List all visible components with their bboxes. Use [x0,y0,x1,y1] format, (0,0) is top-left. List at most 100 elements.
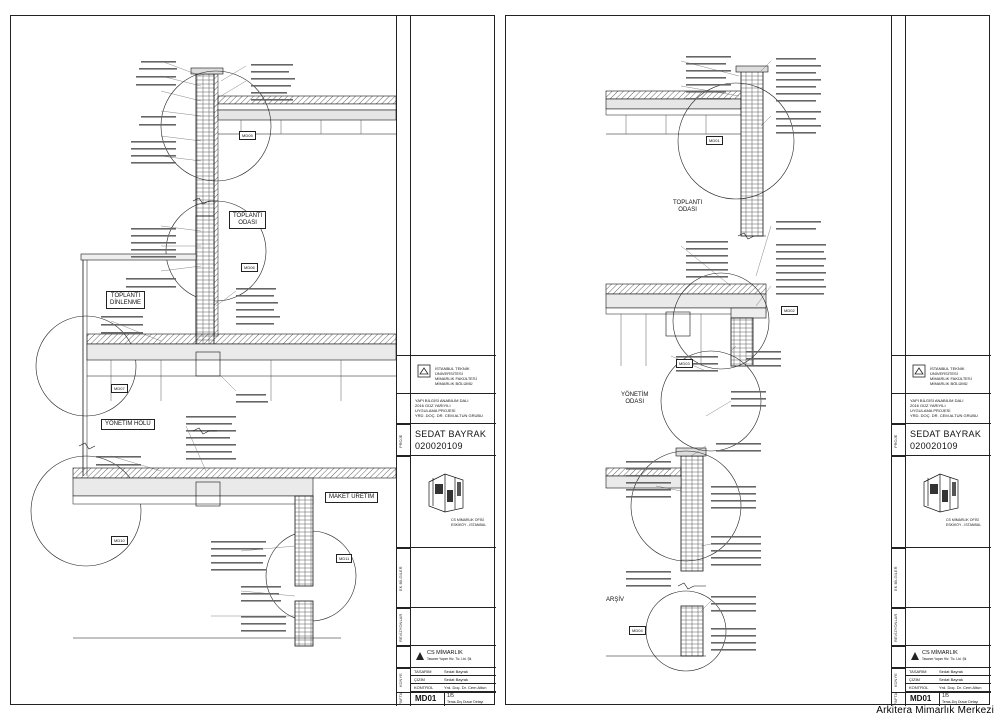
section-detail-drawing-left [30,60,396,647]
course-term: 2016 GÜZ YARIYILI [910,403,946,408]
floor-slab-upper [86,333,396,401]
side-label-kunye: KÜNYE [398,673,403,687]
roof-slab [217,95,396,135]
student-number: 020020109 [415,441,463,451]
side-label-project: PROJE [398,434,403,448]
room-label-yonetim-odasi: YÖNETİM ODASI [618,391,652,407]
firm-block-right: CS MİMARLIK Tasarım Yapım Hiz. Tic. Ltd.… [892,646,991,668]
title-block-side-strip: PROJE EK BİLGİLER REVİZYONLAR KÜNYE PAFT… [397,16,411,706]
detail-mark-md10: MD10 [111,536,128,545]
title-block-right: İSTANBUL TEKNİK ÜNİVERSİTESİ MİMARLIK FA… [891,16,991,706]
title-block-blank-area-right [892,16,991,356]
firm-caption-1: CS MİMARLIK OFİSİ [451,518,484,522]
sheet-id-block [411,692,496,707]
course-block: YAPI BİLGİSİ ANABİLİM DALI 2016 GÜZ YARI… [397,394,496,424]
sheet-scale: 1/5 [447,693,454,699]
course-block-right: YAPI BİLGİSİ ANABİLİM DALI 2016 GÜZ YARI… [892,394,991,424]
building-perspective-sketch [923,473,959,513]
firm-block: CS MİMARLIK Tasarım Yapım Hiz. Tic. Ltd.… [397,646,496,668]
suspended-ceiling-hangers [240,120,362,134]
section-break-lines [78,197,217,450]
sheet-title: Teras-Dış Duvar Detayı [447,700,484,704]
room-label-toplanti-odasi-right: TOPLANTI ODASI [670,199,706,215]
sheet-scale: 1/5 [942,693,949,699]
room-label-arsiv: ARŞİV [603,596,628,605]
title-block-blank-area [397,16,496,356]
firm-name: CS MİMARLIK [427,650,463,656]
notes-block-right [892,548,991,608]
detail-mark-md11: MD11 [336,554,353,563]
side-label-notes: EK BİLGİLER [893,566,898,592]
side-label-notes: EK BİLGİLER [398,566,403,592]
building-perspective-block: CS MİMARLIK OFİSİ ESKİKÖY - İSTANBUL [397,456,496,548]
annotation-leader-lines [110,60,296,617]
course-dept: YAPI BİLGİSİ ANABİLİM DALI [415,398,469,403]
suspended-ceiling-hangers-right [625,115,707,134]
department-name: MİMARLIK BÖLÜMÜ [930,381,968,386]
annotation-text-lines [96,61,295,632]
firm-subtitle: Tasarım Yapım Hiz. Tic. Ltd. Şti. [427,657,473,661]
detail-mark-md01: MD01 [706,136,723,145]
detail-mark-md05: MD05 [239,131,256,140]
drawing-sheet-left: TOPLANTI ODASI TOPLANTI DİNLENME YÖNETİM… [10,15,496,706]
floor-slab-right-upper [605,283,767,367]
firm-caption-1: CS MİMARLIK OFİSİ [946,518,979,522]
university-block: İSTANBUL TEKNİK ÜNİVERSİTESİ MİMARLIK FA… [397,356,496,394]
student-block: SEDAT BAYRAK 020020109 [397,424,496,456]
detail-mark-md02: MD02 [781,306,798,315]
detail-mark-md03: MD03 [676,359,693,368]
course-group: YRD. DOÇ. DR. CEM ALTUN GRUBU [415,413,483,418]
side-label-revisions: REVİZYONLAR [893,613,898,643]
detail-mark-md07: MD07 [111,384,128,393]
building-perspective-sketch [428,473,464,513]
university-logo-icon [912,364,926,378]
title-block-left: İSTANBUL TEKNİK ÜNİVERSİTESİ MİMARLIK FA… [396,16,496,706]
annotation-text-lines-right [626,56,826,651]
room-label-maket-uretim: MAKET ÜRETİM [325,492,379,503]
course-dept: YAPI BİLGİSİ ANABİLİM DALI [910,398,964,403]
section-break-lines-right [677,232,766,590]
student-number: 020020109 [910,441,958,451]
sheet-code: MD01 [910,694,932,703]
room-label-toplanti-dinlenme: TOPLANTI DİNLENME [106,291,146,309]
course-project: UYGULAMA PROJESİ [910,408,951,413]
side-label-project: PROJE [893,434,898,448]
faculty-name: MİMARLIK FAKÜLTESİ [930,376,972,381]
student-block-right: SEDAT BAYRAK 020020109 [892,424,991,456]
building-perspective-block-right: CS MİMARLIK OFİSİ ESKİKÖY - İSTANBUL [892,456,991,548]
firm-caption-2: ESKİKÖY - İSTANBUL [946,523,982,527]
detail-mark-md04: MD04 [629,626,646,635]
university-block-right: İSTANBUL TEKNİK ÜNİVERSİTESİ MİMARLIK FA… [892,356,991,394]
side-label-revisions: REVİZYONLAR [398,613,403,643]
course-group: YRD. DOÇ. DR. CEM ALTUN GRUBU [910,413,978,418]
side-label-pafta: PAFTA [398,692,403,705]
course-project: UYGULAMA PROJESİ [415,408,456,413]
student-name: SEDAT BAYRAK [415,429,487,439]
detail-mark-md06: MD06 [241,263,258,272]
side-label-pafta: PAFTA [893,692,898,705]
sheet-id-block-right [906,692,991,707]
sheet-title: Teras-Dış Duvar Detayı [942,700,979,704]
firm-subtitle: Tasarım Yapım Hiz. Tic. Ltd. Şti. [922,657,968,661]
firm-logo-icon [911,652,919,660]
university-name: İSTANBUL TEKNİK ÜNİVERSİTESİ [435,366,470,376]
firm-name: CS MİMARLIK [922,650,958,656]
sheet-code: MD01 [415,694,437,703]
student-name: SEDAT BAYRAK [910,429,982,439]
university-name: İSTANBUL TEKNİK ÜNİVERSİTESİ [930,366,965,376]
notes-block [397,548,496,608]
section-detail-drawing-right [605,56,826,672]
exterior-wall-lower [73,600,341,647]
faculty-name: MİMARLIK FAKÜLTESİ [435,376,477,381]
department-name: MİMARLIK BÖLÜMÜ [435,381,473,386]
floor-slab-lower [72,467,396,587]
watermark: Arkitera Mimarlık Merkezi [876,705,994,716]
course-term: 2016 GÜZ YARIYILI [415,403,451,408]
